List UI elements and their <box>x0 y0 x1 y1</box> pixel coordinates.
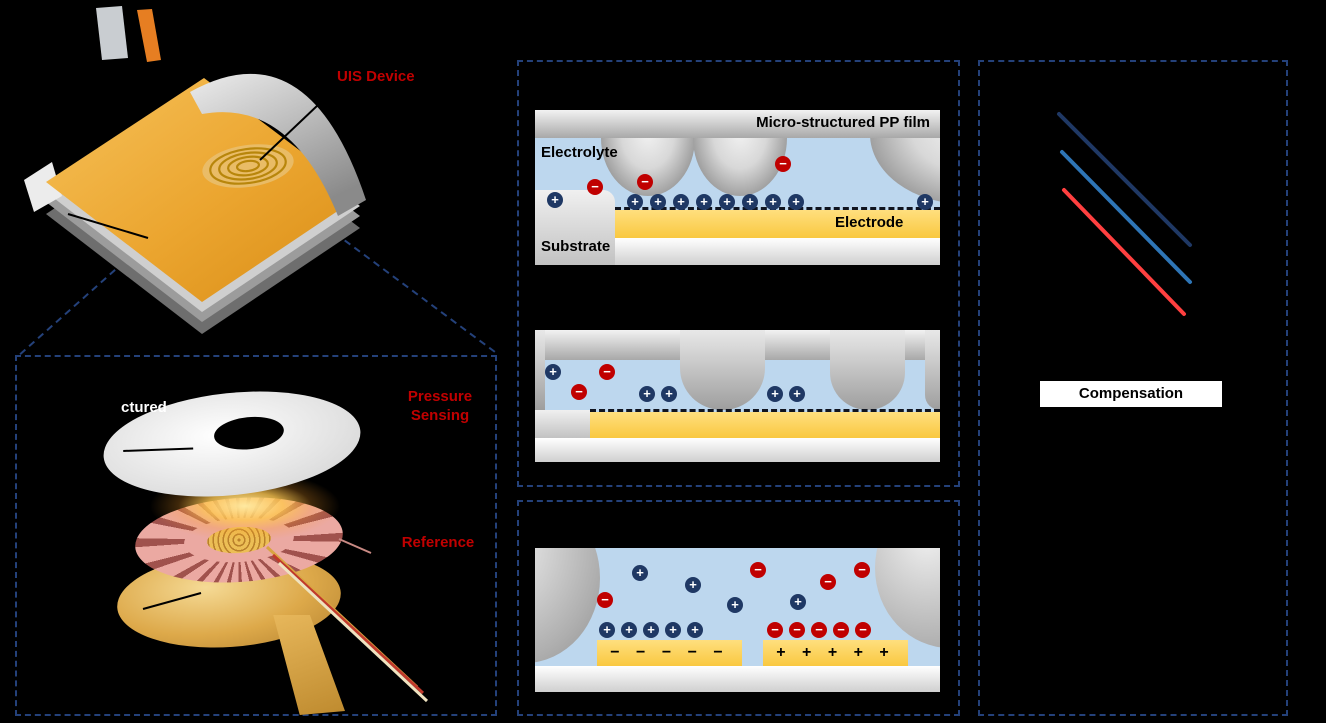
sensor-spiral <box>209 147 287 185</box>
positive-ion: + <box>696 194 712 210</box>
negative-ion: − <box>833 622 849 638</box>
substrate-label: Substrate <box>541 238 611 255</box>
negative-ion: − <box>855 622 871 638</box>
positive-ion: + <box>673 194 689 210</box>
pressure-sensing-box: Micro-structured PP film Electrolyte Sub… <box>517 60 960 487</box>
negative-electrode: − − − − − <box>597 640 742 666</box>
pressure-label-line1: Pressure <box>407 388 473 405</box>
electrode-strip <box>615 210 940 238</box>
film-left-corner <box>535 548 600 663</box>
positive-ion: + <box>719 194 735 210</box>
positive-ion: + <box>685 577 701 593</box>
substrate-strip <box>535 438 940 462</box>
positive-ion: + <box>788 194 804 210</box>
film-right-wall <box>925 330 940 410</box>
film-hole <box>212 413 286 453</box>
separator-edge <box>24 162 62 212</box>
negative-ion: − <box>571 384 587 400</box>
reference-curve <box>1060 150 1192 284</box>
substrate-tail <box>273 615 345 715</box>
film-label: Micro-structured PP film <box>756 114 930 131</box>
negative-ion: − <box>587 179 603 195</box>
negative-ion: − <box>767 622 783 638</box>
compensated-curve <box>1062 188 1186 316</box>
negative-ion: − <box>811 622 827 638</box>
film-leader-line <box>123 447 194 452</box>
positive-ion: + <box>545 364 561 380</box>
positive-ion: + <box>790 594 806 610</box>
film-left-wall <box>535 330 545 410</box>
negative-ion: − <box>820 574 836 590</box>
positive-ion: + <box>650 194 666 210</box>
positive-charges: + + + + + <box>776 644 895 661</box>
film-right-corner <box>875 548 940 648</box>
silver-tab <box>96 6 128 60</box>
negative-ion: − <box>775 156 791 172</box>
positive-ion: + <box>687 622 703 638</box>
positive-ion: + <box>665 622 681 638</box>
reference-label: Reference <box>401 534 475 551</box>
compensation-box: Compensation <box>978 60 1288 716</box>
uis-device-illustration <box>24 6 366 334</box>
positive-ion: + <box>727 597 743 613</box>
uis-device-label: UIS Device <box>337 68 415 85</box>
electrolyte-label: Electrolyte <box>541 144 618 161</box>
positive-ion: + <box>621 622 637 638</box>
reference-state-panel: − − − − − + + + + + ++−−−−+++++++−−−−− <box>535 548 940 692</box>
negative-ion: − <box>637 174 653 190</box>
negative-ion: − <box>854 562 870 578</box>
initial-state-panel: Micro-structured PP film Electrolyte Sub… <box>535 110 940 265</box>
compensation-chart <box>1057 112 1192 316</box>
positive-ion: + <box>917 194 933 210</box>
negative-charges: − − − − − <box>610 644 729 661</box>
positive-ion: + <box>547 192 563 208</box>
negative-ion: − <box>750 562 766 578</box>
cover-flap <box>190 73 366 216</box>
sensing-curve <box>1057 112 1192 247</box>
positive-ion: + <box>742 194 758 210</box>
exploded-view-box: ctured Pressure Sensing Reference <box>15 355 497 716</box>
film-contact-plug <box>830 330 905 410</box>
pressure-label-line2: Sensing <box>410 407 470 424</box>
electrode-label: Electrode <box>835 214 904 231</box>
positive-ion: + <box>639 386 655 402</box>
positive-ion: + <box>789 386 805 402</box>
film-contact-plug <box>680 330 765 410</box>
gold-top-face <box>46 78 360 302</box>
substrate-strip <box>535 666 940 692</box>
positive-ion: + <box>767 386 783 402</box>
pressed-state-panel: +−−++++ <box>535 330 940 462</box>
charge-dashed-line <box>590 409 940 412</box>
negative-ion: − <box>789 622 805 638</box>
device-leader-line <box>259 85 339 161</box>
negative-ion: − <box>599 364 615 380</box>
reference-box: − − − − − + + + + + ++−−−−+++++++−−−−− <box>517 500 960 716</box>
pp-film-band <box>535 110 940 138</box>
negative-ion: − <box>597 592 613 608</box>
positive-ion: + <box>661 386 677 402</box>
positive-ion: + <box>643 622 659 638</box>
positive-ion: + <box>632 565 648 581</box>
positive-ion: + <box>599 622 615 638</box>
film-label-fragment: ctured <box>121 399 167 416</box>
device-leader-line-2 <box>67 213 149 239</box>
electrode-strip <box>590 412 940 438</box>
substrate-left-block <box>535 410 590 438</box>
positive-ion: + <box>765 194 781 210</box>
positive-electrode: + + + + + <box>763 640 908 666</box>
pressure-sensing-label: Pressure Sensing <box>387 387 493 425</box>
positive-ion: + <box>627 194 643 210</box>
orange-tab <box>137 9 161 62</box>
substrate-strip <box>615 238 940 265</box>
compensation-label: Compensation <box>1040 381 1222 407</box>
